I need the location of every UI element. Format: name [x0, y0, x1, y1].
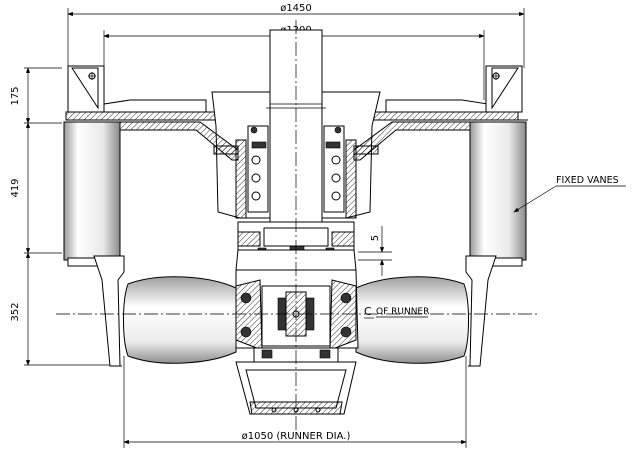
label-height-top: 175 [10, 86, 21, 105]
fixed-vane-right [469, 121, 527, 267]
centerline-symbol: C [364, 305, 372, 318]
lower-casing [93, 255, 497, 367]
runner-centerline-label: OF RUNNER [376, 307, 429, 317]
bottom-cone [235, 361, 357, 415]
dimension-gap: 5 [358, 226, 392, 276]
bearing-elements [213, 126, 379, 201]
fixed-vanes-label: FIXED VANES [556, 175, 619, 186]
dimension-runner-diameter: ø1050 (RUNNER DIA.) [123, 356, 467, 448]
runner-hub [235, 269, 359, 363]
center-lines [56, 20, 540, 430]
fixed-vane-left [63, 121, 121, 267]
runner-centerline-callout: C OF RUNNER [364, 305, 429, 319]
fixed-vanes-callout: FIXED VANES [513, 175, 626, 213]
dimension-heights: 175 419 352 [10, 67, 120, 366]
label-height-middle: 419 [10, 178, 21, 197]
main-shaft [266, 29, 326, 227]
lifting-bracket-left [67, 65, 105, 113]
dimension-overall-diameter: ø1450 [67, 3, 525, 68]
runner-blade-right [355, 276, 469, 364]
label-overall-diameter: ø1450 [280, 3, 312, 14]
label-height-bottom: 352 [10, 302, 21, 321]
label-runner-diameter: ø1050 (RUNNER DIA.) [242, 431, 351, 442]
lifting-bracket-right [485, 65, 523, 113]
runner-blade-left [123, 276, 237, 364]
label-gap: 5 [370, 235, 381, 241]
